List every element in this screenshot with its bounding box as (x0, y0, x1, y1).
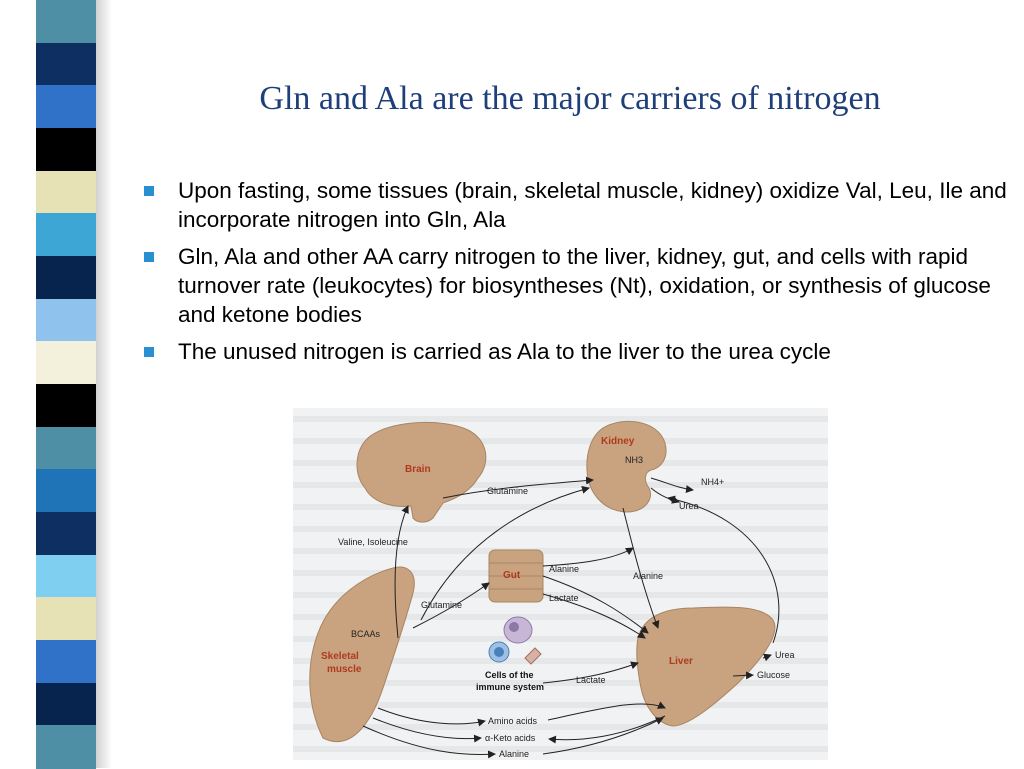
liver-label: Liver (669, 656, 693, 667)
lactate-immune-label: Lactate (576, 675, 606, 685)
stripe-segment (36, 725, 96, 769)
stripe-segment (36, 0, 96, 44)
bullet-item: Upon fasting, some tissues (brain, skele… (140, 176, 1016, 234)
arrow-liver-glucose (732, 671, 754, 680)
brain-label: Brain (405, 464, 431, 475)
arrow-liver-urea (762, 653, 772, 662)
arrow-aminoacids-liver (547, 701, 666, 721)
alanine-gut-label: Alanine (549, 564, 579, 574)
glutamine-left-label: Glutamine (421, 600, 462, 610)
stripe-segment (36, 170, 96, 215)
arrow-alanine-liver (542, 717, 664, 755)
decorative-stripe (36, 0, 96, 769)
bullet-list: Upon fasting, some tissues (brain, skele… (140, 176, 1016, 374)
kidney-label: Kidney (601, 436, 635, 447)
urea-kidney-label: Urea (679, 501, 699, 511)
arrow-muscle-aminoacids (377, 707, 486, 727)
immune-cells-icon (488, 616, 542, 665)
square-bullet-icon (144, 186, 154, 196)
arrow-gut-kidney (542, 547, 634, 567)
arrow-muscle-keto (372, 717, 482, 743)
keto-acids-label: α-Keto acids (485, 733, 536, 743)
glutamine-top-label: Glutamine (487, 486, 528, 496)
flow-arrows (362, 476, 780, 759)
gut-shape (488, 549, 544, 603)
nh4-label: NH4+ (701, 477, 724, 487)
glucose-label: Glucose (757, 670, 790, 680)
skeletal-label-2: muscle (327, 664, 362, 675)
stripe-segment (36, 85, 96, 129)
square-bullet-icon (144, 252, 154, 262)
immune-label-2: immune system (476, 682, 544, 692)
alanine-kidney-label: Alanine (633, 571, 663, 581)
kidney-shape (586, 420, 667, 513)
stripe-segment (36, 384, 96, 428)
arrow-gut-liver-lactate (542, 593, 646, 639)
bullet-text: The unused nitrogen is carried as Ala to… (178, 339, 831, 364)
bullet-text: Upon fasting, some tissues (brain, skele… (178, 178, 1007, 232)
arrow-muscle-kidney (420, 485, 590, 621)
stripe-segment (36, 554, 96, 599)
arrow-liver-keto (548, 715, 666, 744)
immune-label-1: Cells of the (485, 670, 534, 680)
stripe-segment (36, 298, 96, 343)
arrow-muscle-brain (394, 505, 409, 639)
stripe-segment (36, 597, 96, 641)
nh3-label: NH3 (625, 455, 643, 465)
arrow-urea-to-kidney (667, 495, 780, 644)
arrow-muscle-gut (412, 582, 490, 629)
brain-shape (356, 422, 487, 523)
lactate-gut-label: Lactate (549, 593, 579, 603)
stripe-segment (36, 640, 96, 684)
arrow-immune-liver (542, 661, 639, 684)
bullet-text: Gln, Ala and other AA carry nitrogen to … (178, 244, 991, 327)
bullet-item: Gln, Ala and other AA carry nitrogen to … (140, 242, 1016, 329)
skeletal-label-1: Skeletal (321, 651, 359, 662)
stripe-segment (36, 213, 96, 257)
stripe-segment (36, 42, 96, 87)
alanine-bottom-label: Alanine (499, 749, 529, 759)
slide-title: Gln and Ala are the major carriers of ni… (259, 80, 881, 117)
square-bullet-icon (144, 347, 154, 357)
stripe-segment (36, 256, 96, 300)
nitrogen-transport-diagram: Brain Kidney NH3 Gut Skeletal muscle Liv… (293, 408, 828, 760)
stripe-segment (36, 512, 96, 556)
bcaas-label: BCAAs (351, 629, 381, 639)
gut-label: Gut (503, 570, 521, 581)
stripe-segment (36, 128, 96, 172)
arrow-gut-liver-alanine (542, 575, 649, 634)
stripe-shadow (96, 0, 112, 768)
stripe-segment (36, 469, 96, 513)
faint-background-text (293, 416, 828, 752)
urea-liver-label: Urea (775, 650, 795, 660)
stripe-segment (36, 426, 96, 471)
arrow-brain-kidney (442, 476, 594, 499)
arrow-nh4 (650, 477, 694, 494)
valine-isoleucine-label: Valine, Isoleucine (338, 537, 408, 547)
arrow-kidney-liver (622, 507, 660, 629)
arrow-muscle-alanine (362, 725, 496, 759)
amino-acids-label: Amino acids (488, 716, 538, 726)
stripe-segment (36, 682, 96, 727)
skeletal-muscle-shape (309, 566, 415, 743)
bullet-item: The unused nitrogen is carried as Ala to… (140, 337, 1016, 366)
stripe-segment (36, 341, 96, 385)
